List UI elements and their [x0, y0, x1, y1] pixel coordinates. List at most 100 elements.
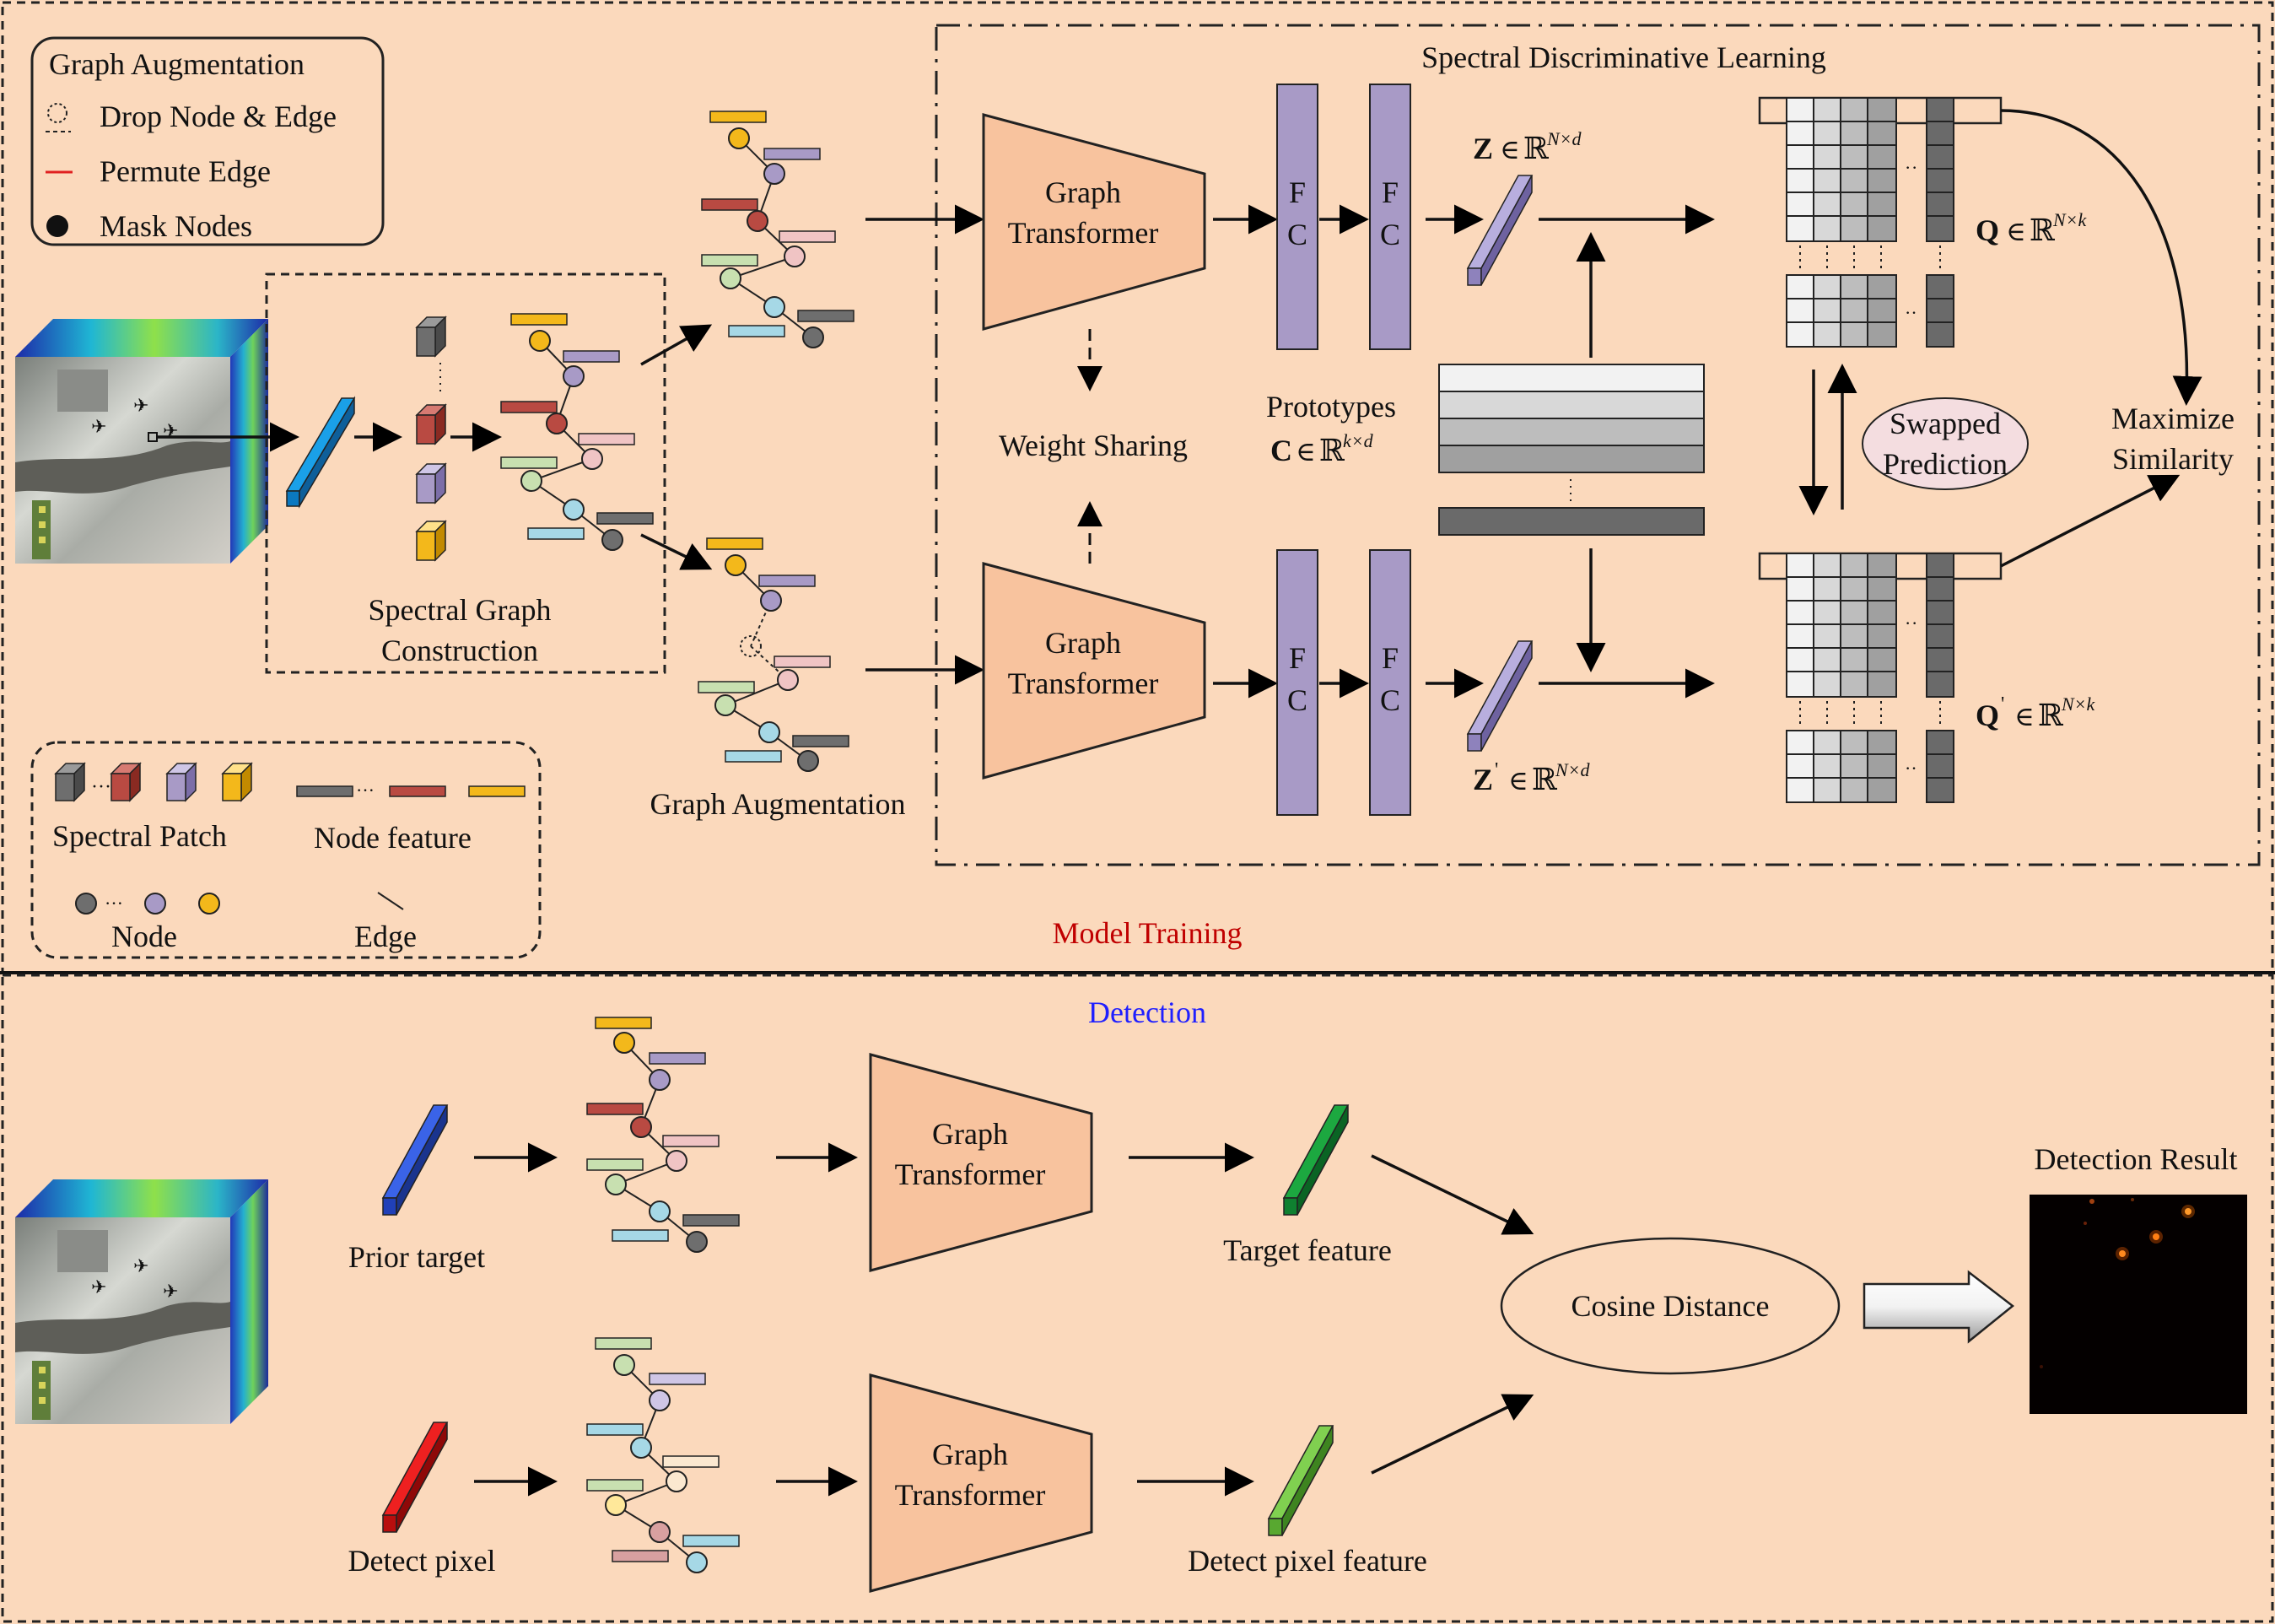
graph-constructed: [500, 313, 654, 551]
svg-text:∈: ∈: [2014, 701, 2035, 731]
svg-text:F: F: [1289, 175, 1306, 209]
svg-text:Transformer: Transformer: [895, 1157, 1046, 1191]
svg-text:ℝ: ℝ: [2030, 213, 2056, 247]
detection-result-image: [2030, 1195, 2247, 1414]
maximize-label-1: Maximize: [2111, 402, 2235, 435]
svg-text:Z: Z: [1473, 132, 1493, 165]
detect-pixel-label: Detect pixel: [348, 1544, 496, 1578]
svg-text:∈: ∈: [1296, 436, 1316, 467]
z-prime-vector: [1466, 640, 1534, 752]
cosine-distance: Cosine Distance: [1500, 1237, 1841, 1375]
maximize-label-2: Similarity: [2112, 442, 2234, 476]
svg-text:Transformer: Transformer: [1008, 216, 1159, 250]
svg-text:N×d: N×d: [1546, 128, 1582, 149]
svg-text:···: ···: [356, 780, 375, 801]
prior-target-label: Prior target: [348, 1240, 485, 1274]
svg-text:···: ···: [91, 776, 111, 798]
drop-node-icon: [47, 103, 67, 123]
detect-pixel-feature-label: Detect pixel feature: [1188, 1544, 1427, 1578]
target-feature-vector: [1282, 1104, 1350, 1216]
detection-result-label: Detection Result: [2035, 1142, 2238, 1176]
svg-text:Swapped: Swapped: [1890, 407, 2001, 440]
graph-aug-bottom: [698, 537, 849, 772]
hsi-cube-detection: [15, 1179, 268, 1424]
svg-text:N×k: N×k: [2061, 693, 2096, 715]
augmentation-legend: Graph Augmentation Drop Node & Edge Perm…: [30, 36, 385, 246]
svg-text:∈: ∈: [2006, 216, 2026, 246]
model-training-label: Model Training: [1052, 916, 1242, 950]
z-prime-label: Z ' ∈ ℝ N×d: [1473, 759, 1591, 796]
svg-text:∈: ∈: [1500, 134, 1520, 165]
c-label: C ∈ ℝ k×d: [1270, 430, 1374, 467]
legend-edge: Edge: [354, 920, 417, 953]
z-vector: [1466, 175, 1534, 286]
graph-transformer-bottom: Graph Transformer: [982, 562, 1206, 780]
result-arrow-icon: [1863, 1270, 2015, 1344]
legend-patch: Spectral Patch: [52, 819, 227, 853]
mask-node-icon: [46, 215, 68, 237]
svg-text:Graph: Graph: [1045, 175, 1121, 209]
svg-text:N×k: N×k: [2052, 209, 2088, 230]
spectral-vector-cyan: [285, 396, 356, 509]
graph-transformer-detect-top: Graph Transformer: [869, 1053, 1093, 1272]
legend-permute: Permute Edge: [100, 154, 271, 188]
svg-text:F: F: [1382, 641, 1399, 675]
swapped-prediction: Swapped Prediction: [1862, 397, 2029, 490]
svg-text:Transformer: Transformer: [895, 1478, 1046, 1512]
svg-text:···: ···: [105, 893, 123, 914]
hsi-cube-training: [15, 319, 268, 564]
svg-text:ℝ: ℝ: [2038, 699, 2064, 732]
q-label: Q ∈ ℝ N×k: [1976, 209, 2088, 247]
svg-text:ℝ: ℝ: [1532, 763, 1558, 796]
fc-layers-bottom: F C F C: [1213, 549, 1484, 816]
svg-text:ℝ: ℝ: [1523, 132, 1550, 165]
svg-text:Cosine Distance: Cosine Distance: [1571, 1289, 1770, 1323]
construction-label-2: Construction: [381, 634, 538, 667]
svg-text:Graph: Graph: [932, 1117, 1008, 1151]
svg-text:C: C: [1287, 683, 1307, 717]
svg-text:k×d: k×d: [1343, 430, 1374, 451]
q-prime-label: Q ' ∈ ℝ N×k: [1976, 693, 2096, 732]
svg-text:Graph: Graph: [1045, 626, 1121, 660]
svg-text:F: F: [1382, 175, 1399, 209]
legend-drop: Drop Node & Edge: [100, 100, 337, 133]
svg-text:': ': [1495, 759, 1498, 781]
svg-text:Transformer: Transformer: [1008, 666, 1159, 700]
graph-aug-top: [701, 111, 854, 348]
target-feature-label: Target feature: [1223, 1233, 1392, 1267]
graph-prior-target: [586, 1017, 740, 1253]
sdl-frame: [935, 24, 2261, 866]
construction-frame: [265, 272, 666, 674]
legend-feature: Node feature: [314, 821, 472, 855]
svg-text:C: C: [1270, 434, 1292, 467]
detection-panel: [1, 974, 2274, 1623]
svg-text:Q: Q: [1976, 213, 1999, 247]
graph-detect-pixel: [586, 1337, 740, 1573]
svg-text:∈: ∈: [1508, 765, 1528, 796]
detect-pixel-feature-vector: [1267, 1425, 1334, 1536]
q-assignment-top: [1758, 96, 2003, 348]
svg-text:Q: Q: [1976, 699, 1999, 732]
svg-text:C: C: [1380, 218, 1400, 251]
elements-legend: ··· Spectral Patch ··· Node feature ··· …: [30, 741, 542, 959]
legend-mask: Mask Nodes: [100, 209, 252, 243]
construction-label-1: Spectral Graph: [369, 593, 552, 627]
q-assignment-bottom: [1758, 552, 2003, 803]
z-label: Z ∈ ℝ N×d: [1473, 128, 1582, 165]
legend-node: Node: [111, 920, 177, 953]
svg-text:F: F: [1289, 641, 1306, 675]
weight-sharing-label: Weight Sharing: [999, 429, 1188, 462]
sdl-title: Spectral Discriminative Learning: [1421, 40, 1826, 74]
graph-transformer-top: Graph Transformer: [982, 113, 1206, 331]
detection-label: Detection: [1088, 995, 1206, 1029]
augmentation-label: Graph Augmentation: [650, 787, 906, 821]
legend-title: Graph Augmentation: [49, 47, 305, 81]
prior-target-vector: [381, 1104, 449, 1216]
svg-text:Prediction: Prediction: [1883, 447, 2008, 481]
prototypes-label: Prototypes: [1266, 390, 1396, 424]
svg-text:': ': [2001, 693, 2004, 715]
svg-text:N×d: N×d: [1555, 759, 1591, 780]
svg-text:Z: Z: [1473, 763, 1493, 796]
svg-text:ℝ: ℝ: [1319, 434, 1345, 467]
